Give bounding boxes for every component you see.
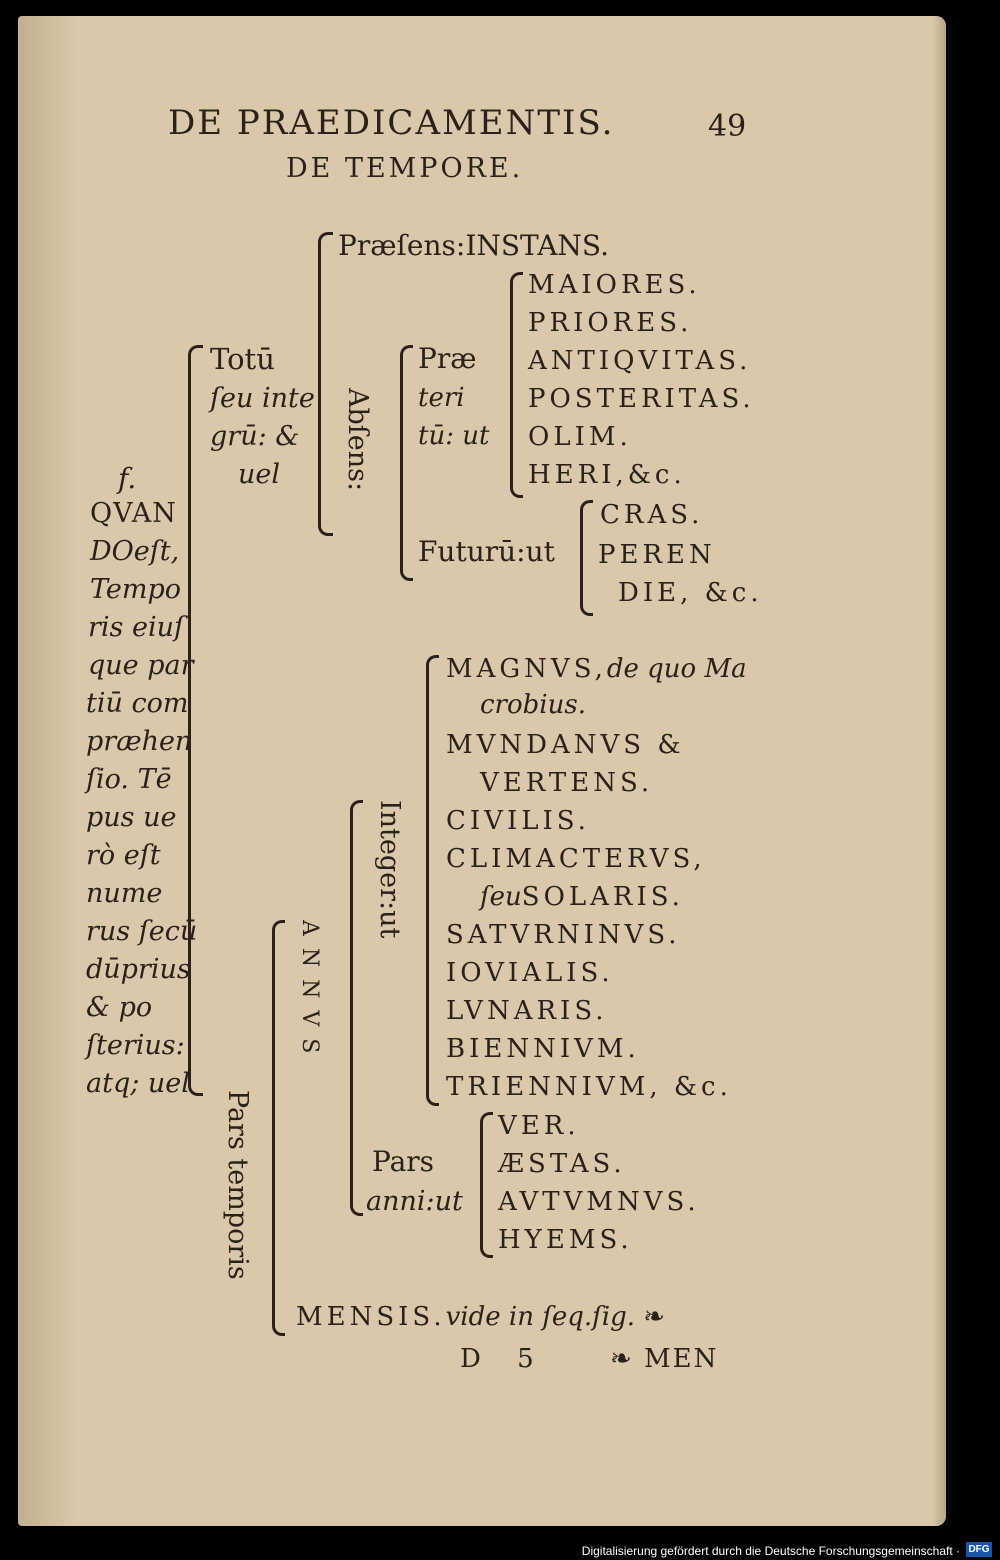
annus-brace [350,800,363,1216]
integer-brace [426,655,439,1106]
praeteritum-item: MAIORES. [528,270,701,300]
futurum-item: DIE, &c. [618,578,763,608]
pars-temporis-brace [272,920,285,1336]
left-line: que par [88,650,194,681]
totum-line: uel [238,459,281,490]
praeteritum-item: POSTERITAS. [528,384,755,414]
main-brace [188,345,203,1096]
praeteritum-line: teri [418,383,465,413]
left-line: rò eſt [86,840,161,871]
catchword: ❧ MEN [610,1344,719,1374]
dfg-logo: DFG [966,1542,992,1557]
page-edge-shadow [932,16,946,1526]
praeteritum-line: Præ [418,342,477,375]
left-line: atq; uel [86,1068,190,1099]
left-line: rus ſecū [86,916,198,947]
left-line: præhen [86,726,193,757]
left-line: Tempo [90,574,182,605]
totum-line: ſeu inte [210,383,315,414]
praeteritum-line: tū: ut [418,421,490,451]
mensis-line: MENSIS.vide in ſeq.ſig. ❧ [296,1302,666,1332]
season-item: ÆSTAS. [498,1149,626,1179]
futurum-item: PEREN [598,540,716,570]
integer-item: CLIMACTERVS, [446,844,706,874]
integer-item: SATVRNINVS. [446,920,681,950]
season-item: VER. [498,1111,580,1141]
totum-line: Totū [210,342,275,376]
left-line: dūprius [86,954,191,985]
pars-temporis-label: Pars temporis [222,1090,253,1280]
integer-item: VERTENS. [480,768,654,798]
running-title: DE PRAEDICAMENTIS. [168,103,615,143]
integer-item: TRIENNIVM, &c. [446,1072,732,1102]
absens-label: Abſens: [342,388,373,492]
praeteritum-item: HERI,&c. [528,460,686,490]
season-item: HYEMS. [498,1225,633,1255]
totum-brace [318,232,333,536]
praeteritum-item: PRIORES. [528,308,693,338]
left-line: nume [86,878,163,909]
pars-anni-brace [480,1112,493,1258]
book-page [18,16,946,1526]
left-line: ris eiuſ [88,612,184,643]
left-line: ſio. Tē [86,764,172,795]
left-line: DOeſt, [90,536,180,567]
pars-anni-line: Pars [372,1145,435,1178]
pars-anni-line: anni:ut [366,1186,463,1217]
futurum-brace [580,500,593,616]
left-line: tiū com [86,688,189,719]
page-number: 49 [708,109,747,144]
praeteritum-item: ANTIQVITAS. [528,346,752,376]
praeteritum-item: OLIM. [528,422,632,452]
integer-item: ſeuSOLARIS. [480,882,684,912]
integer-item: IOVIALIS. [446,958,614,988]
integer-label: Integer:ut [374,800,405,939]
integer-item: LVNARIS. [446,996,608,1026]
left-line: pus ue [86,802,177,833]
signature-mark: D 5 [460,1344,548,1374]
annus-label: ANNVS [297,920,322,1066]
integer-item: BIENNIVM. [446,1034,640,1064]
futurum-label: Futurū:ut [418,535,555,568]
page-gutter-shadow [18,16,78,1526]
section-title: DE TEMPORE. [286,153,524,184]
footer-bar [0,1528,1000,1560]
fleuron-icon: ❧ [643,1302,666,1332]
integer-item: crobius. [480,690,586,720]
integer-item: MVNDANVS & [446,730,685,760]
integer-item: CIVILIS. [446,806,590,836]
left-line: f. [118,462,137,495]
praesens-label: Præſens:INSTANS. [338,229,610,262]
absens-brace [400,345,413,581]
left-line: QVAN [90,498,177,529]
left-line: & po [86,992,153,1023]
integer-item: MAGNVS,de quo Ma [446,654,747,684]
futurum-item: CRAS. [600,500,704,530]
totum-line: grū: & [210,421,300,452]
footer-credit: Digitalisierung gefördert durch die Deut… [581,1544,960,1558]
season-item: AVTVMNVS. [498,1187,700,1217]
left-line: ſterius: [86,1030,185,1061]
praeteritum-brace [510,272,523,498]
